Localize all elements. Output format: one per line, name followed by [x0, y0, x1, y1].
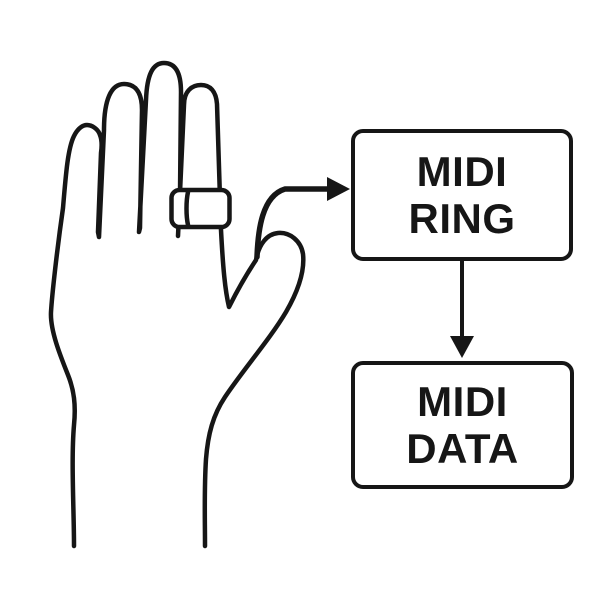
midi-data-label-line1: MIDI: [417, 378, 508, 425]
down-arrow-icon: [450, 259, 474, 358]
midi-ring-label-line1: MIDI: [416, 148, 508, 195]
hand-icon: [48, 60, 306, 549]
midi-data-box: MIDI DATA: [351, 361, 574, 489]
midi-data-label-line2: DATA: [406, 425, 519, 472]
midi-ring-box: MIDI RING: [351, 129, 573, 261]
midi-ring-label-line2: RING: [408, 195, 516, 242]
ring-band-icon: [169, 187, 232, 230]
curved-right-arrow-icon: [254, 177, 350, 260]
